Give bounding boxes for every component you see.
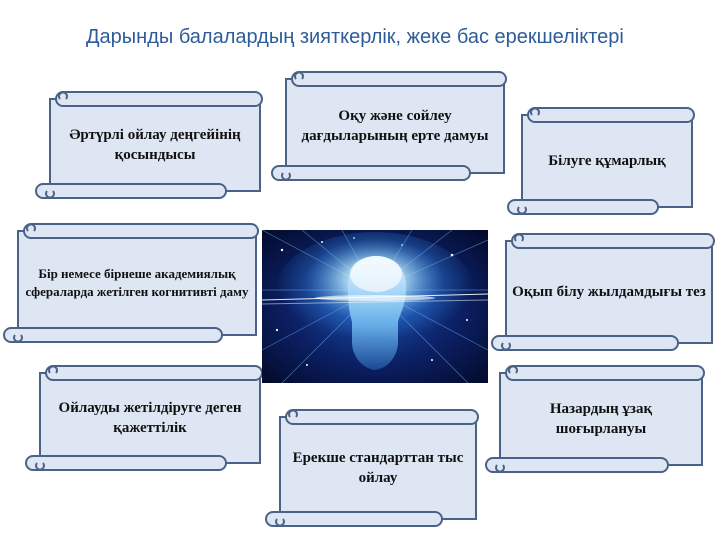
- scroll-early-speech: Оқу және сойлеу дағдыларының ерте дамуы: [270, 70, 508, 184]
- scroll-diverse-thinking: Әртүрлі ойлау деңгейінің қосындысы: [34, 90, 264, 202]
- scroll-unconventional-thinking: Ерекше стандарттан тыс ойлау: [264, 408, 480, 530]
- scroll-text: Ойлауды жетілдіруге деген қажеттілік: [58, 399, 242, 436]
- scroll-shape: [35, 91, 263, 199]
- scroll-text: Оқу және сойлеу дағдыларының ерте дамуы: [301, 107, 489, 144]
- scroll-text: Оқып білу жылдамдығы тез: [512, 283, 706, 300]
- scroll-fast-reading: Оқып білу жылдамдығы тез: [490, 232, 716, 354]
- scroll-curiosity: Білуге құмарлық: [506, 106, 696, 218]
- scroll-shape: [491, 233, 715, 351]
- scroll-shape: [485, 365, 705, 473]
- scroll-text: Ерекше стандарттан тыс ойлау: [292, 449, 464, 486]
- scroll-improve-thinking: Ойлауды жетілдіруге деген қажеттілік: [24, 364, 264, 474]
- scroll-shape: [271, 71, 507, 181]
- scroll-text: Әртүрлі ойлау деңгейінің қосындысы: [69, 126, 241, 163]
- scroll-long-attention: Назардың ұзақ шоғырлануы: [484, 364, 706, 476]
- scroll-shape: [25, 365, 263, 471]
- scroll-shape: [265, 409, 479, 527]
- page-title: Дарынды балалардың зияткерлік, жеке бас …: [86, 26, 624, 48]
- scroll-shape: [3, 223, 259, 343]
- scroll-shape: [507, 107, 695, 215]
- scroll-text: Назардың ұзақ шоғырлануы: [549, 400, 653, 437]
- scroll-text: Бір немесе бірнеше академиялық сфералард…: [25, 266, 249, 299]
- glowing-brain-head-image: [262, 230, 488, 383]
- scroll-cognitive-development: Бір немесе бірнеше академиялық сфералард…: [2, 222, 260, 346]
- scroll-text: Білуге құмарлық: [548, 152, 666, 169]
